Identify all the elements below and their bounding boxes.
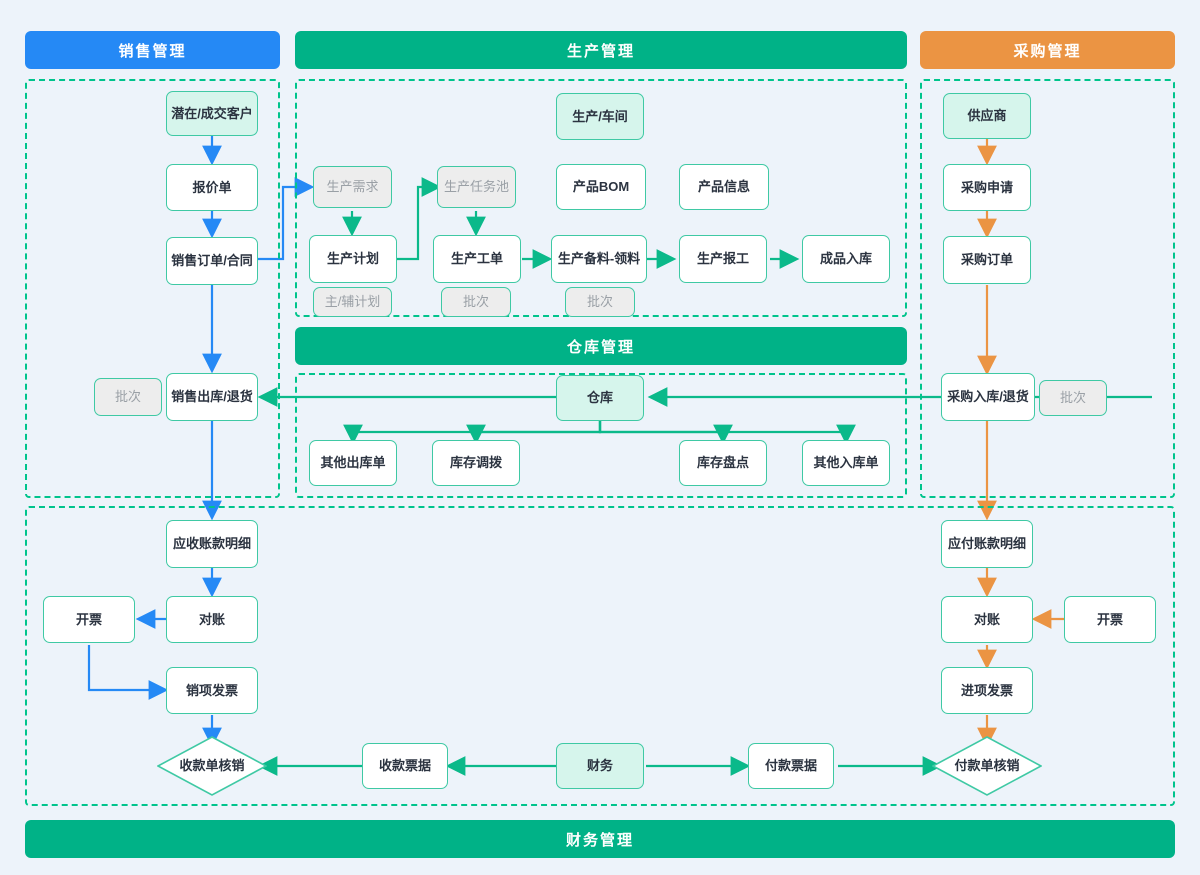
node-reconciliation-purchase[interactable]: 对账 [941, 596, 1033, 643]
node-work-order-batch-tag: 批次 [441, 287, 511, 317]
group-warehouse [295, 373, 907, 498]
node-finance-hub[interactable]: 财务 [556, 743, 644, 789]
node-payable-detail[interactable]: 应付账款明细 [941, 520, 1033, 568]
node-receivable-detail[interactable]: 应收账款明细 [166, 520, 258, 568]
header-finance-management[interactable]: 财务管理 [25, 820, 1175, 858]
node-purchase-batch-tag: 批次 [1039, 380, 1107, 416]
header-sales-management[interactable]: 销售管理 [25, 31, 280, 69]
node-production-material-prep[interactable]: 生产备料-领料 [551, 235, 647, 283]
node-material-batch-tag: 批次 [565, 287, 635, 317]
node-finished-goods-inbound[interactable]: 成品入库 [802, 235, 890, 283]
node-product-bom[interactable]: 产品BOM [556, 164, 646, 210]
group-sales [25, 79, 280, 498]
node-production-plan-tag: 主/辅计划 [313, 287, 392, 317]
node-production-demand[interactable]: 生产需求 [313, 166, 392, 208]
node-reconciliation-sales[interactable]: 对账 [166, 596, 258, 643]
node-sales-outbound[interactable]: 销售出库/退货 [166, 373, 258, 421]
node-stock-count[interactable]: 库存盘点 [679, 440, 767, 486]
node-invoicing-purchase[interactable]: 开票 [1064, 596, 1156, 643]
node-purchase-requisition[interactable]: 采购申请 [943, 164, 1031, 211]
node-stock-transfer[interactable]: 库存调拨 [432, 440, 520, 486]
node-invoicing-sales[interactable]: 开票 [43, 596, 135, 643]
node-receipt-writeoff[interactable]: 收款单核销 [157, 736, 267, 796]
node-supplier[interactable]: 供应商 [943, 93, 1031, 139]
node-quotation[interactable]: 报价单 [166, 164, 258, 211]
node-other-inbound[interactable]: 其他入库单 [802, 440, 890, 486]
node-payment-writeoff[interactable]: 付款单核销 [932, 736, 1042, 796]
diamond-shape-icon [157, 736, 267, 796]
node-payment-document[interactable]: 付款票据 [748, 743, 834, 789]
header-production-management[interactable]: 生产管理 [295, 31, 907, 69]
diamond-shape-icon [932, 736, 1042, 796]
node-potential-customer[interactable]: 潜在/成交客户 [166, 91, 258, 136]
receipt-writeoff-label: 收款单核销 [179, 758, 245, 774]
header-purchase-management[interactable]: 采购管理 [920, 31, 1175, 69]
node-purchase-order[interactable]: 采购订单 [943, 236, 1031, 284]
node-product-info[interactable]: 产品信息 [679, 164, 769, 210]
header-warehouse-management[interactable]: 仓库管理 [295, 327, 907, 365]
node-sales-batch-tag: 批次 [94, 378, 162, 416]
group-purchase [920, 79, 1175, 498]
payment-writeoff-label: 付款单核销 [954, 758, 1020, 774]
node-production-work-order[interactable]: 生产工单 [433, 235, 521, 283]
group-finance [25, 506, 1175, 806]
node-warehouse-hub[interactable]: 仓库 [556, 375, 644, 421]
node-production-plan[interactable]: 生产计划 [309, 235, 397, 283]
node-production-task-pool[interactable]: 生产任务池 [437, 166, 516, 208]
node-production-report[interactable]: 生产报工 [679, 235, 767, 283]
node-receipt-document[interactable]: 收款票据 [362, 743, 448, 789]
node-output-invoice[interactable]: 销项发票 [166, 667, 258, 714]
node-purchase-inbound[interactable]: 采购入库/退货 [941, 373, 1035, 421]
node-sales-order[interactable]: 销售订单/合同 [166, 237, 258, 285]
node-production-workshop[interactable]: 生产/车间 [556, 93, 644, 140]
node-other-outbound[interactable]: 其他出库单 [309, 440, 397, 486]
node-input-invoice[interactable]: 进项发票 [941, 667, 1033, 714]
